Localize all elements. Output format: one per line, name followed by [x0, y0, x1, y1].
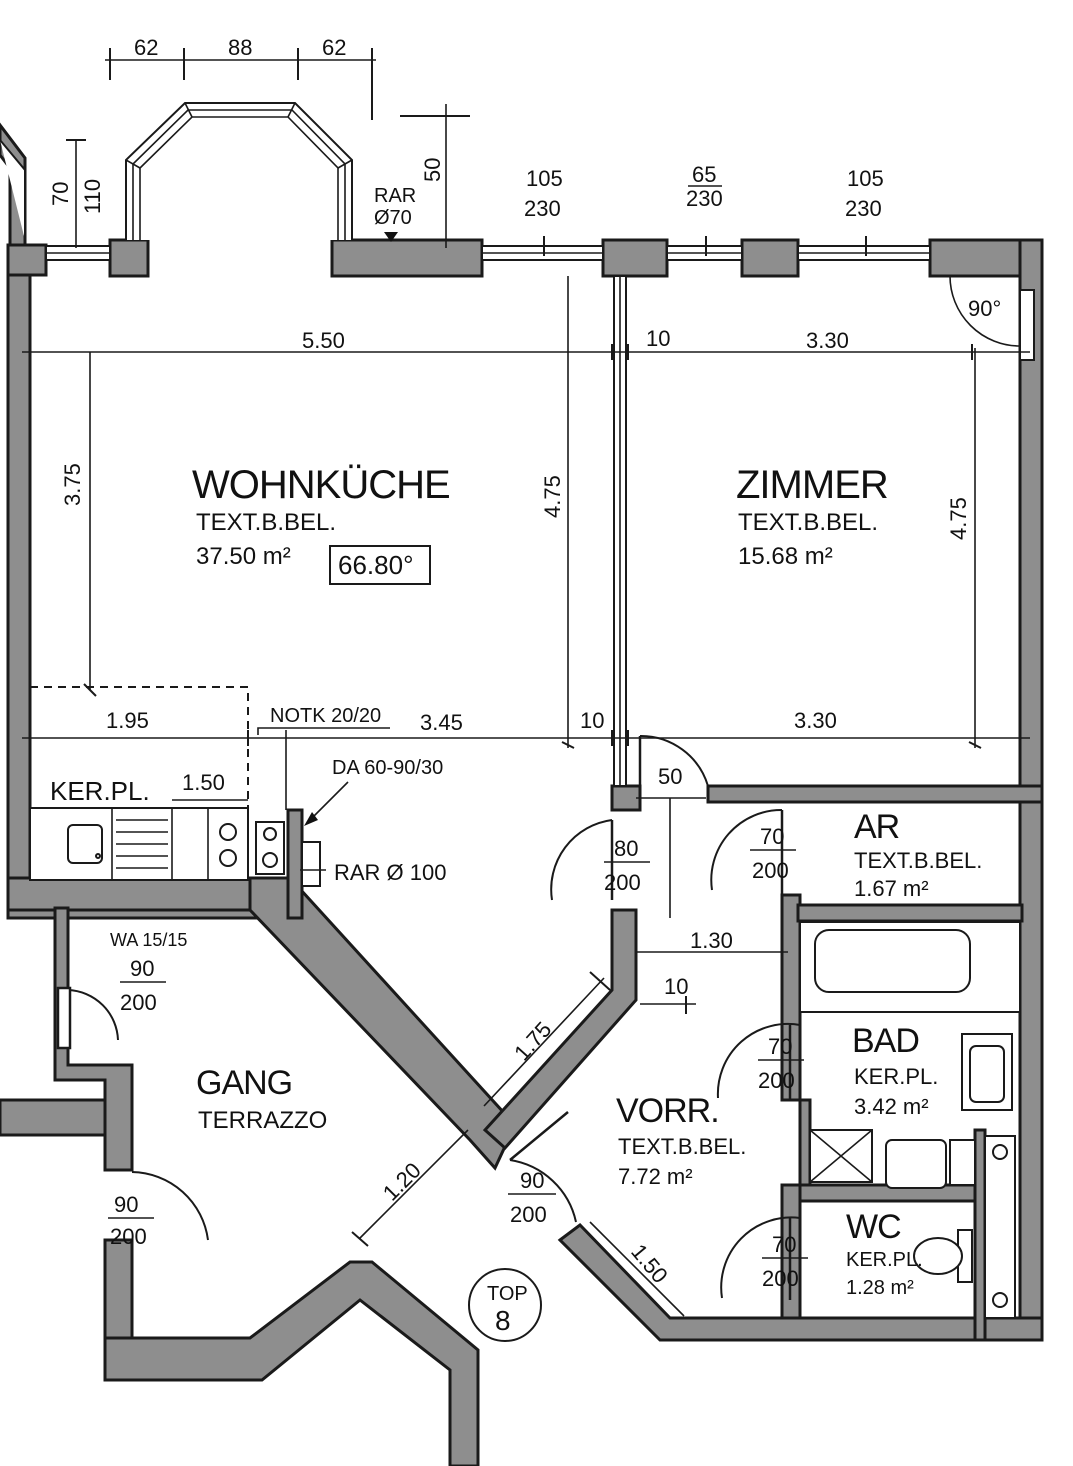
dim-345: 3.45: [420, 710, 463, 735]
windows: [0, 102, 1035, 361]
label-top: TOP: [487, 1283, 528, 1305]
dim-w2-b: 230: [686, 186, 723, 211]
room-zimmer-area: 15.68 m²: [738, 543, 833, 570]
door-kitchen-height: 200: [604, 870, 641, 895]
room-wohnkueche-height: 66.80°: [338, 550, 413, 580]
label-rar-100: RAR Ø 100: [334, 860, 447, 885]
bathtub: [799, 921, 1021, 1319]
room-wohnkueche-finish: TEXT.B.BEL.: [196, 509, 336, 536]
annotation-labels: RAR Ø70 90° NOTK 20/20 DA 60-90/30 RAR Ø…: [50, 185, 1001, 1336]
dim-10a: 10: [646, 326, 670, 351]
door-left-width: 90: [114, 1192, 138, 1217]
height-box: [329, 545, 431, 585]
label-rar: RAR: [374, 185, 416, 207]
dim-10c: 10: [664, 974, 688, 999]
door-gang-width: 90: [130, 956, 154, 981]
room-ar-area: 1.67 m²: [854, 876, 929, 901]
dim-w1-a: 105: [526, 166, 563, 191]
room-wohnkueche-name: WOHNKÜCHE: [192, 463, 450, 507]
dim-bay-c: 62: [322, 35, 346, 60]
dim-330a: 3.30: [806, 328, 849, 353]
dim-475b: 4.75: [946, 497, 971, 540]
dim-w1-b: 230: [524, 196, 561, 221]
room-bad-name: BAD: [852, 1022, 919, 1060]
room-vorr-area: 7.72 m²: [618, 1164, 693, 1189]
dimension-lines: [22, 48, 1030, 1317]
kitchen-counter: [29, 807, 321, 887]
door-left-height: 200: [110, 1224, 147, 1249]
label-da: DA 60-90/30: [332, 757, 443, 779]
room-vorr-finish: TEXT.B.BEL.: [618, 1134, 746, 1159]
door-ar-height: 200: [752, 858, 789, 883]
door-wc-height: 200: [762, 1266, 799, 1291]
room-vorr-name: VORR.: [616, 1092, 719, 1130]
room-wc-area: 1.28 m²: [846, 1277, 914, 1299]
rar-arrow-icon: [384, 232, 398, 242]
dim-550: 5.50: [302, 328, 345, 353]
door-bad-height: 200: [758, 1068, 795, 1093]
dim-130: 1.30: [690, 928, 733, 953]
door-gang-height: 200: [120, 990, 157, 1015]
dim-50: 50: [658, 764, 682, 789]
door-entry-width: 90: [520, 1168, 544, 1193]
room-bad-finish: KER.PL.: [854, 1064, 938, 1089]
room-zimmer-name: ZIMMER: [736, 463, 888, 507]
room-wc-finish: KER.PL.: [846, 1249, 923, 1271]
room-gang-name: GANG: [196, 1064, 292, 1102]
room-gang-finish: TERRAZZO: [198, 1107, 327, 1134]
door-wc-width: 70: [772, 1232, 796, 1257]
dim-win-side-b: 110: [80, 179, 105, 214]
dim-475a: 4.75: [540, 475, 565, 518]
dim-375: 3.75: [60, 463, 85, 506]
dim-w2-a: 65: [692, 162, 716, 187]
dim-10b: 10: [580, 708, 604, 733]
dim-w3-a: 105: [847, 166, 884, 191]
dim-120: 1.20: [378, 1158, 426, 1206]
dim-150a: 1.50: [182, 770, 225, 795]
dim-330b: 3.30: [794, 708, 837, 733]
top-marker: [468, 1268, 542, 1342]
room-ar-finish: TEXT.B.BEL.: [854, 848, 982, 873]
door-kitchen-width: 80: [614, 836, 638, 861]
room-wohnkueche-area: 37.50 m²: [196, 543, 291, 570]
room-labels: WOHNKÜCHE TEXT.B.BEL. 37.50 m² 66.80° ZI…: [192, 463, 982, 1299]
label-notk: NOTK 20/20: [270, 705, 381, 727]
dim-bay-a: 62: [134, 35, 158, 60]
room-ar-name: AR: [854, 808, 899, 846]
dim-bay-b: 88: [228, 35, 252, 60]
label-rar-diameter: Ø70: [374, 207, 412, 229]
doors: [56, 734, 801, 1300]
label-kitchen-kerpl: KER.PL.: [50, 776, 150, 806]
label-top-number: 8: [495, 1305, 511, 1336]
dim-win-side-a: 70: [48, 182, 73, 206]
room-bad-area: 3.42 m²: [854, 1094, 929, 1119]
label-wa: WA 15/15: [110, 930, 187, 950]
room-wc-name: WC: [846, 1208, 901, 1246]
dim-195: 1.95: [106, 708, 149, 733]
door-entry-height: 200: [510, 1202, 547, 1227]
walls: [0, 122, 1044, 1466]
door-ar-width: 70: [760, 824, 784, 849]
dim-w3-b: 230: [845, 196, 882, 221]
door-bad-width: 70: [768, 1034, 792, 1059]
room-zimmer-finish: TEXT.B.BEL.: [738, 509, 878, 536]
label-angle: 90°: [968, 296, 1001, 321]
dim-rar-height: 50: [420, 158, 445, 182]
